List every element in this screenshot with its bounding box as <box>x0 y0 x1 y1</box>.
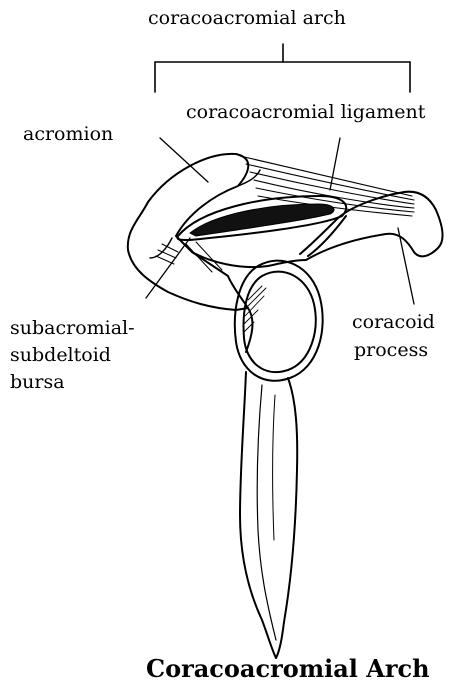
bursa-inner <box>189 203 335 237</box>
blade-inner-edge <box>256 384 277 641</box>
diagram-caption: Coracoacromial Arch <box>146 654 430 683</box>
acromion-shape <box>126 152 250 311</box>
glenoid-fossa <box>233 259 324 382</box>
bursa-outer <box>176 195 348 241</box>
arch-bracket <box>154 43 411 93</box>
blade-inner-edge-2 <box>272 394 276 541</box>
label-acromion: acromion <box>23 123 114 145</box>
acromion-top-ridge <box>237 169 261 187</box>
coracoid-shape <box>299 190 444 261</box>
leader-ligament <box>329 137 341 191</box>
leader-lines <box>145 137 415 305</box>
hatch-marks <box>155 241 223 273</box>
label-coracoid-line1: coracoid <box>352 311 435 333</box>
leader-acromion <box>159 137 209 183</box>
ligament-fibers <box>239 155 415 217</box>
label-bursa-line2: subdeltoid <box>10 344 111 366</box>
label-bursa-line1: subacromial- <box>10 317 135 339</box>
glenoid-hatch <box>243 285 267 333</box>
label-coracoid-line2: process <box>354 339 429 361</box>
scapula-illustration <box>126 43 444 659</box>
glenoid-inner <box>242 270 317 373</box>
diagram-canvas: coracoacromial arch coracoacromial ligam… <box>10 7 444 683</box>
label-bursa-line3: bursa <box>10 371 65 393</box>
leader-bursa <box>145 237 191 299</box>
label-coracoacromial-ligament: coracoacromial ligament <box>186 101 426 123</box>
acromion-inner <box>149 237 173 259</box>
scapula-blade <box>239 371 299 659</box>
leader-coracoid <box>397 227 415 305</box>
label-coracoacromial-arch: coracoacromial arch <box>148 7 346 29</box>
